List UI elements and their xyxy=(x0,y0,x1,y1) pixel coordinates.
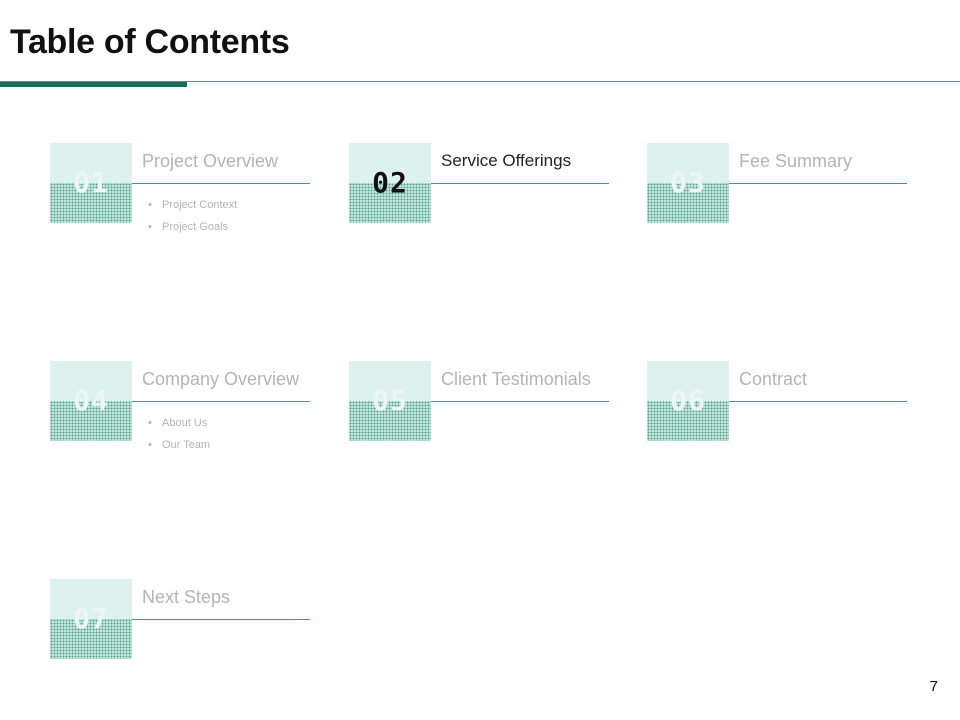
toc-item-client-testimonials[interactable]: 05 Client Testimonials xyxy=(349,361,629,481)
bullet-list: About Us Our Team xyxy=(148,412,210,456)
header-accent-bar xyxy=(0,82,187,87)
page-number: 7 xyxy=(929,678,938,695)
item-divider xyxy=(431,401,609,402)
item-number: 05 xyxy=(372,384,408,417)
number-tile: 05 xyxy=(349,361,431,441)
number-tile: 01 xyxy=(50,143,132,223)
item-divider xyxy=(132,183,310,184)
number-tile: 04 xyxy=(50,361,132,441)
toc-item-next-steps[interactable]: 07 Next Steps xyxy=(50,579,330,699)
bullet-item: Project Goals xyxy=(148,216,237,238)
item-label: Fee Summary xyxy=(739,151,853,171)
item-divider xyxy=(729,183,907,184)
dot-pattern xyxy=(647,401,729,441)
dot-pattern xyxy=(647,183,729,223)
bullet-item: Our Team xyxy=(148,434,210,456)
item-label: Next Steps xyxy=(142,587,231,607)
item-label: Project Overview xyxy=(142,151,279,171)
dot-pattern xyxy=(50,183,132,223)
item-number: 07 xyxy=(73,602,109,635)
bullet-item: Project Context xyxy=(148,194,237,216)
item-label: Service Offerings xyxy=(441,151,572,170)
item-divider xyxy=(132,401,310,402)
header-rule xyxy=(0,81,960,82)
item-number: 03 xyxy=(670,166,706,199)
item-label: Company Overview xyxy=(142,369,300,389)
number-tile: 07 xyxy=(50,579,132,659)
item-label: Client Testimonials xyxy=(441,369,591,389)
item-number: 02 xyxy=(372,166,408,199)
toc-item-project-overview[interactable]: 01 Project Overview Project Context Proj… xyxy=(50,143,330,263)
number-tile: 02 xyxy=(349,143,431,223)
toc-item-contract[interactable]: 06 Contract xyxy=(647,361,927,481)
toc-item-company-overview[interactable]: 04 Company Overview About Us Our Team xyxy=(50,361,330,481)
dot-pattern xyxy=(349,401,431,441)
number-tile: 03 xyxy=(647,143,729,223)
item-number: 04 xyxy=(73,384,109,417)
number-tile: 06 xyxy=(647,361,729,441)
item-number: 01 xyxy=(73,166,109,199)
item-divider xyxy=(431,183,609,184)
item-number: 06 xyxy=(670,384,706,417)
dot-pattern xyxy=(349,183,431,223)
item-divider xyxy=(729,401,907,402)
dot-pattern xyxy=(50,401,132,441)
item-label: Contract xyxy=(739,369,808,389)
item-divider xyxy=(132,619,310,620)
toc-item-service-offerings[interactable]: 02 Service Offerings xyxy=(349,143,629,263)
dot-pattern xyxy=(50,619,132,659)
bullet-list: Project Context Project Goals xyxy=(148,194,237,238)
page-title: Table of Contents xyxy=(10,23,290,61)
bullet-item: About Us xyxy=(148,412,210,434)
toc-item-fee-summary[interactable]: 03 Fee Summary xyxy=(647,143,927,263)
